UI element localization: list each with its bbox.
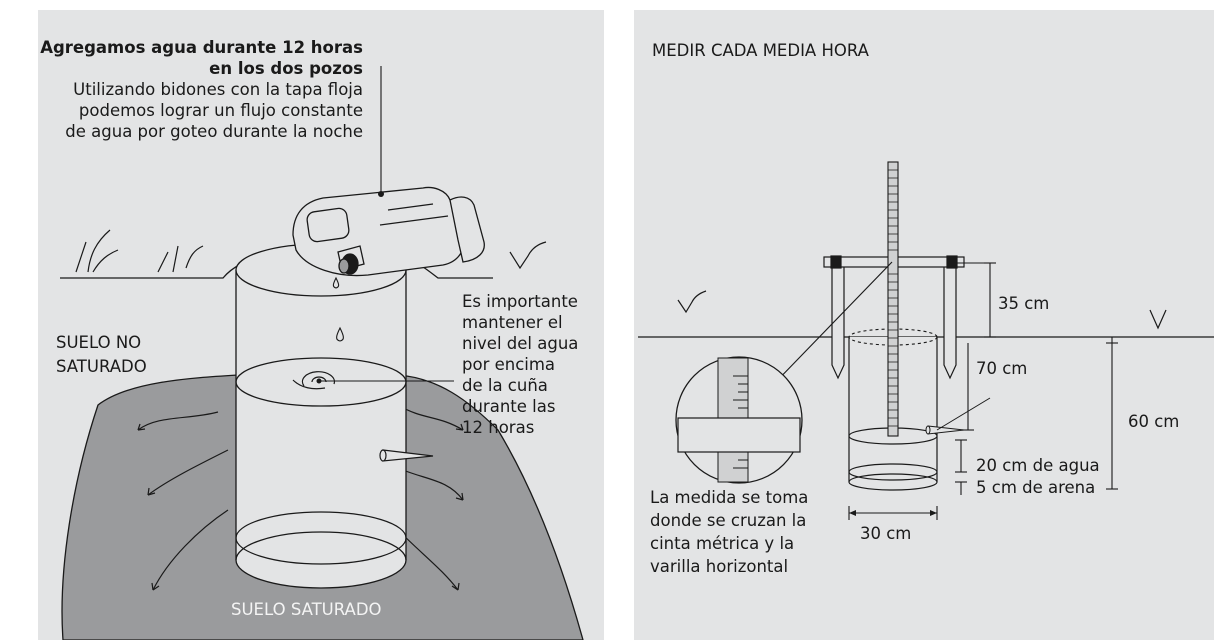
measurement-diagram	[638, 161, 1214, 520]
unsaturated-label-2: SATURADO	[56, 357, 147, 376]
note-line-7: 12 horas	[462, 418, 535, 437]
caption-line-1: La medida se toma	[650, 488, 809, 507]
body-line-1: Utilizando bidones con la tapa floja	[73, 80, 363, 99]
measuring-tape	[887, 161, 899, 437]
cylinder-bottom	[235, 531, 407, 589]
note-line-2: mantener el	[462, 313, 563, 332]
caption-line-2: donde se cruzan la	[650, 511, 807, 530]
note-line-6: durante las	[462, 397, 556, 416]
unsaturated-label-1: SUELO NO	[56, 333, 142, 352]
note-line-3: nivel del agua	[462, 334, 579, 353]
note-line-1: Es importante	[462, 292, 578, 311]
dim-35-label: 35 cm	[998, 294, 1050, 313]
dim-5-label: 5 cm de arena	[976, 478, 1096, 497]
dim-60-label: 60 cm	[1128, 412, 1180, 431]
dim-30-label: 30 cm	[860, 524, 912, 543]
panel-title: MEDIR CADA MEDIA HORA	[652, 41, 869, 60]
flow-arrows	[137, 404, 464, 591]
body-line-2: podemos lograr un flujo constante	[78, 101, 363, 120]
caption-line-3: cinta métrica y la	[650, 534, 795, 553]
dim-70-label: 70 cm	[976, 359, 1028, 378]
heading-line-2: en los dos pozos	[209, 59, 363, 78]
grass	[75, 229, 547, 273]
note-line-5: de la cuña	[462, 376, 548, 395]
note-line-4: por encima	[462, 355, 556, 374]
right-panel: MEDIR CADA MEDIA HORA 35 cm 70 cm 60 cm …	[634, 10, 1214, 640]
well-illustration	[60, 66, 584, 640]
caption-line-4: varilla horizontal	[650, 557, 789, 576]
water-level	[235, 357, 407, 407]
body-line-3: de agua por goteo durante la noche	[65, 122, 363, 141]
dim-20-label: 20 cm de agua	[976, 456, 1100, 475]
jerrycan	[292, 186, 485, 277]
saturated-label: SUELO SATURADO	[231, 600, 382, 619]
left-panel: Agregamos agua durante 12 horas en los d…	[38, 10, 604, 640]
heading-line-1: Agregamos agua durante 12 horas	[40, 38, 363, 57]
